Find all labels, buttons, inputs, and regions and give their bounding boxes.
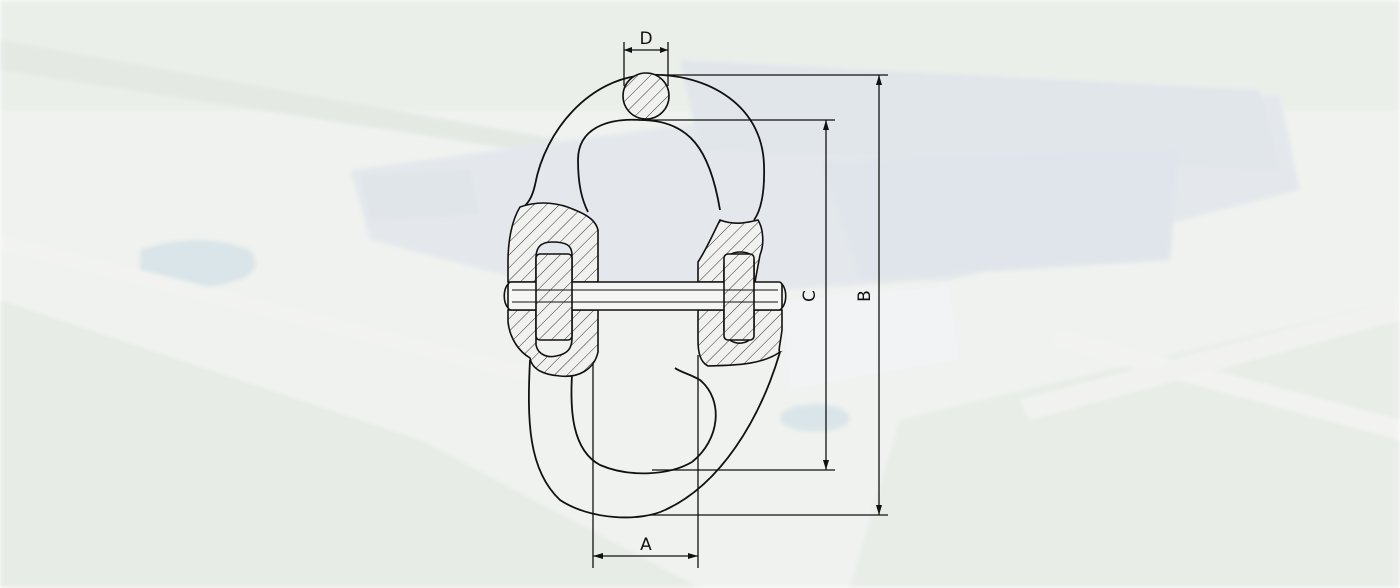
dimension-label-a: A: [640, 535, 652, 555]
dimension-label-c: C: [800, 290, 820, 302]
pin-head-left: [535, 253, 573, 341]
hatched-sections: [507, 72, 783, 378]
pin-bolt: [503, 253, 787, 341]
connecting-link-outline: [519, 73, 781, 519]
dimension-label-d: D: [639, 29, 652, 49]
left-lower-section: [507, 309, 599, 378]
dimension-label-b: B: [855, 290, 875, 302]
right-lower-section: [697, 309, 783, 367]
dimension-arrowheads: [593, 47, 882, 559]
left-section: [507, 202, 599, 283]
pin-head-right: [723, 253, 755, 341]
pin-shaft: [507, 281, 783, 311]
top-bar-section: [622, 72, 670, 120]
